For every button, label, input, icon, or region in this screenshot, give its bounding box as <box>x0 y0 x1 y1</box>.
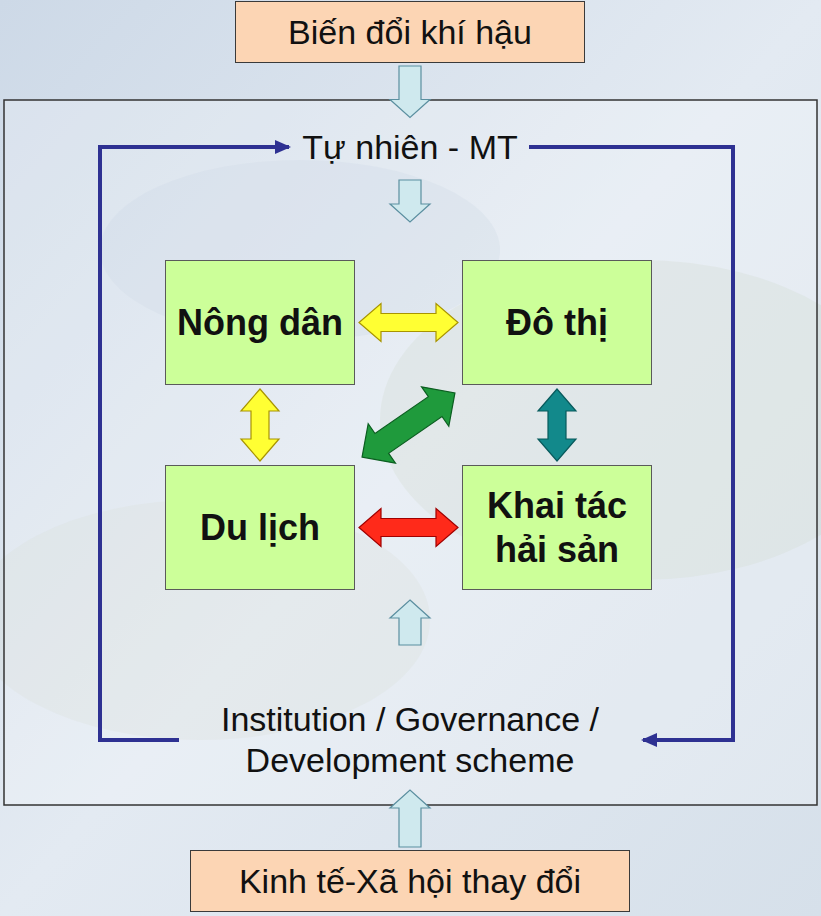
sector-box: Du lịch <box>165 465 355 590</box>
system-frame <box>4 100 817 805</box>
node-label: Tự nhiên - MT <box>302 127 517 168</box>
feedback-loop <box>529 147 733 740</box>
feedback-loop <box>100 147 289 740</box>
influence-arrow <box>390 180 430 222</box>
driver-box: Kinh tế-Xã hội thay đổi <box>190 850 630 912</box>
node-label: Đô thị <box>506 301 608 344</box>
interaction-arrow <box>241 389 279 461</box>
node-label: Institution / Governance / Development s… <box>190 699 630 781</box>
driver-box: Biến đổi khí hậu <box>235 1 585 63</box>
governance-label: Institution / Governance / Development s… <box>182 693 638 787</box>
interaction-arrow <box>359 509 458 547</box>
sector-box: Nông dân <box>165 260 355 385</box>
sector-box: Khai tác hải sản <box>462 465 652 590</box>
node-label: Khai tác hải sản <box>477 484 637 570</box>
sector-box: Đô thị <box>462 260 652 385</box>
influence-arrow <box>390 66 430 118</box>
interaction-arrow <box>538 389 576 461</box>
node-label: Kinh tế-Xã hội thay đổi <box>239 861 581 902</box>
node-label: Du lịch <box>200 506 320 549</box>
node-label: Nông dân <box>177 301 343 344</box>
interaction-arrow <box>362 387 455 463</box>
influence-arrow <box>390 600 430 645</box>
influence-arrow <box>390 790 430 847</box>
interaction-arrow <box>359 304 458 342</box>
node-label: Biến đổi khí hậu <box>288 12 532 53</box>
context-label: Tự nhiên - MT <box>294 121 526 174</box>
